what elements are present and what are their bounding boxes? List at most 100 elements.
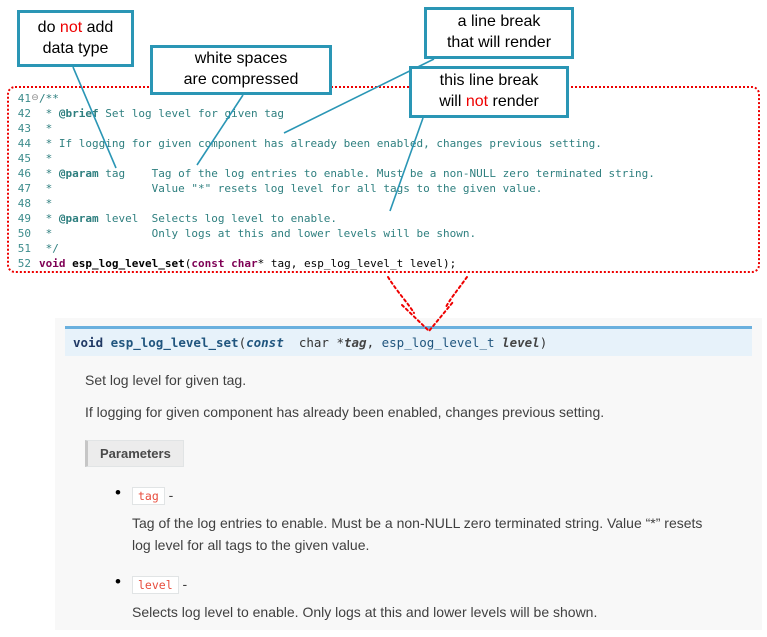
callout-line: do not add [38, 18, 114, 39]
fold-marker-icon [31, 181, 39, 196]
line-number: 45 [17, 152, 31, 165]
text-segment: const [246, 335, 284, 350]
text-segment: void [73, 335, 104, 350]
callout-break-render: a line break that will render [424, 7, 574, 59]
text-segment: */ [39, 242, 59, 255]
rendered-docs-panel: void esp_log_level_set(const char *tag, … [55, 318, 762, 630]
callout-text: render [488, 93, 539, 110]
param-description: Tag of the log entries to enable. Must b… [132, 515, 703, 553]
code-text: */ [39, 241, 59, 256]
fold-marker-icon [31, 211, 39, 226]
code-text: * [39, 196, 53, 211]
sig-segments: void esp_log_level_set(const char *tag, … [73, 335, 547, 350]
text-segment: * Value "*" resets log level for all tag… [39, 182, 543, 195]
text-segment: * Only logs at this and lower levels wil… [39, 227, 477, 240]
text-segment: Set log level for given tag [98, 107, 285, 120]
callout-line: white spaces [194, 50, 288, 68]
line-number: 42 [17, 107, 31, 120]
code-editor-snippet: 41⊖/**42 * @brief Set log level for give… [7, 86, 760, 273]
fold-marker-icon [31, 166, 39, 181]
code-text: * [39, 121, 53, 136]
funnel-right-edge [445, 276, 468, 308]
text-segment: /** [39, 92, 59, 105]
text-segment: @param [58, 167, 99, 180]
code-line: 51 */ [11, 241, 758, 256]
function-signature: void esp_log_level_set(const char *tag, … [65, 326, 752, 356]
fold-marker-icon: ⊖ [31, 93, 39, 103]
fold-marker-icon [31, 151, 39, 166]
callout-line: this line break [439, 72, 539, 90]
line-number: 46 [17, 167, 31, 180]
line-number: 48 [17, 197, 31, 210]
code-text: /** [39, 91, 59, 106]
callout-line: will not render [439, 92, 539, 113]
text-segment: tag [343, 335, 367, 350]
code-text: * @param tag Tag of the log entries to e… [39, 166, 655, 181]
detail-paragraph: If logging for given component has alrea… [85, 404, 605, 420]
text-segment: * [39, 212, 59, 225]
line-number: 52 [17, 257, 31, 270]
code-text: * @param level Selects log level to enab… [39, 211, 337, 226]
line-number: 47 [17, 182, 31, 195]
text-segment: , [366, 335, 382, 350]
callout-text-red: not [59, 18, 83, 36]
text-segment: * If logging for given component has alr… [39, 137, 602, 150]
callout-whitespace: white spaces are compressed [150, 45, 332, 95]
funnel-left-edge [387, 276, 415, 314]
param-name-chip: tag [132, 487, 165, 505]
code-text: * @brief Set log level for given tag [39, 106, 284, 121]
callout-line: a line break [457, 13, 541, 31]
text-segment: * tag, esp_log_level_t level); [257, 257, 457, 270]
code-line: 47 * Value "*" resets log level for all … [11, 181, 758, 196]
text-segment: esp_log_level_t [381, 335, 495, 350]
code-line: 49 * @param level Selects log level to e… [11, 211, 758, 226]
text-segment: * [39, 107, 59, 120]
callout-no-datatype: do not add data type [17, 10, 134, 67]
callout-break-norender: this line break will not render [409, 66, 569, 118]
text-segment: @brief [58, 107, 99, 120]
text-segment: char [231, 257, 258, 270]
text-segment: * [328, 335, 344, 350]
code-line: 42 * @brief Set log level for given tag [11, 106, 758, 121]
fold-marker-icon [31, 226, 39, 241]
fold-marker-icon [31, 241, 39, 256]
code-line: 48 * [11, 196, 758, 211]
text-segment: esp_log_level_set [110, 335, 239, 350]
text-segment: * [39, 122, 53, 135]
text-segment: level [502, 335, 540, 350]
param-dash: - [164, 487, 174, 503]
callout-text: add [82, 18, 114, 36]
param-item: •level -Selects log level to enable. Onl… [115, 572, 752, 624]
line-number: 49 [17, 212, 31, 225]
line-number: 41 [17, 92, 31, 105]
callout-text-red: not [465, 93, 489, 110]
line-number: 43 [17, 122, 31, 135]
bullet-icon: • [115, 483, 121, 502]
code-line: 46 * @param tag Tag of the log entries t… [11, 166, 758, 181]
fold-marker-icon [31, 196, 39, 211]
fold-marker-icon [31, 121, 39, 136]
code-line: 43 * [11, 121, 758, 136]
line-number: 44 [17, 137, 31, 150]
code-line: 44 * If logging for given component has … [11, 136, 758, 151]
callout-line: that will render [446, 34, 552, 51]
text-segment: @param [58, 212, 99, 225]
bullet-icon: • [115, 572, 121, 592]
fold-marker-icon [31, 106, 39, 121]
text-segment: * [39, 167, 59, 180]
callout-line: are compressed [183, 71, 299, 88]
code-line: 41⊖/** [11, 91, 758, 106]
text-segment: esp_log_level_set [72, 257, 185, 270]
text-segment: * [39, 197, 53, 210]
text-segment [284, 335, 299, 350]
param-head: level - [132, 574, 752, 595]
fold-marker-icon [31, 256, 39, 271]
text-segment: * [39, 152, 53, 165]
param-item: • tag - Tag of the log entries to enable. … [115, 483, 752, 556]
param-name-chip: level [132, 576, 179, 595]
line-number: 51 [17, 242, 31, 255]
code-text: * Only logs at this and lower levels wil… [39, 226, 476, 241]
fold-marker-icon [31, 136, 39, 151]
